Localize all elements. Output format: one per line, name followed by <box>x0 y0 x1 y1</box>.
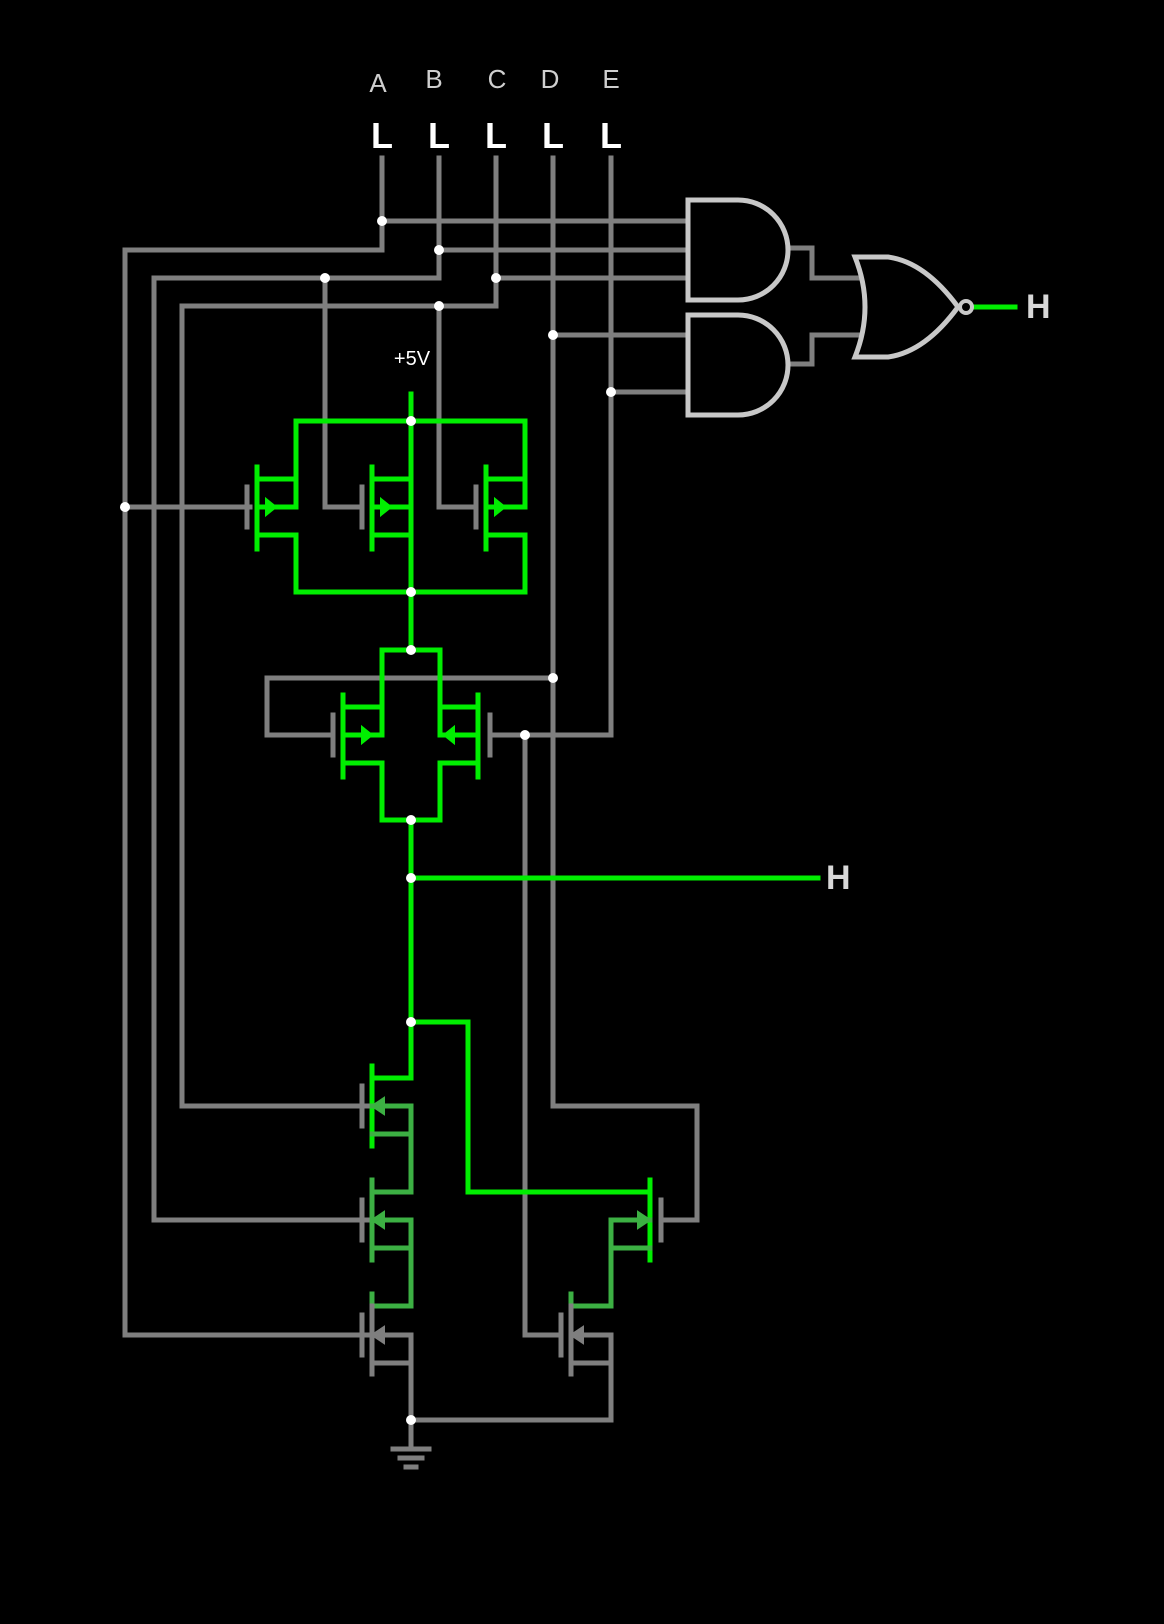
nmos-left-stack <box>359 1063 414 1377</box>
nmos-3 <box>369 1291 414 1309</box>
nor-bubble <box>958 299 974 315</box>
supply-label: +5V <box>394 348 431 370</box>
wire-and2-nor <box>787 332 861 367</box>
nmos-2 <box>369 1177 414 1309</box>
and-gate-1 <box>685 197 791 303</box>
wire-e-pmos5 <box>487 389 614 738</box>
junctions <box>120 216 616 1425</box>
wire-b-bus <box>151 247 442 1223</box>
low-wires <box>122 155 861 1448</box>
input-switches[interactable]: L L L L L <box>371 115 622 156</box>
pmos-middle-group <box>330 692 493 780</box>
input-b-name: B <box>425 64 442 94</box>
transistor-output-label: H <box>826 859 851 897</box>
pmos-3 <box>483 464 528 552</box>
wire-ground-right <box>408 1332 614 1423</box>
and-gate-2 <box>685 312 791 418</box>
nmos-5 <box>568 1291 614 1309</box>
input-a-name: A <box>369 68 387 98</box>
nor-output-label: H <box>1026 288 1051 326</box>
pmos-5 <box>437 692 481 780</box>
input-c-name: C <box>488 64 507 94</box>
wire-c-pmos3 <box>436 303 479 510</box>
wire-e-nmos <box>522 732 564 1338</box>
input-labels: A B C D E <box>369 64 619 98</box>
pmos-1 <box>254 464 299 552</box>
wire-a-bus <box>122 218 385 1338</box>
input-d-switch[interactable]: L <box>542 115 564 156</box>
pmos-upper-group <box>244 464 528 552</box>
wire-b-pmos2 <box>322 275 365 510</box>
wire-and1-nor <box>787 245 861 281</box>
nor-gate <box>851 254 974 360</box>
pmos-2 <box>369 464 414 552</box>
wire-d-nmos <box>550 1103 700 1223</box>
input-b-switch[interactable]: L <box>428 115 450 156</box>
wire-c-bus <box>179 275 499 1109</box>
input-d-name: D <box>541 64 560 94</box>
input-e-name: E <box>602 64 619 94</box>
ground-symbol <box>390 1446 432 1470</box>
input-a-switch[interactable]: L <box>371 115 393 156</box>
input-c-switch[interactable]: L <box>485 115 507 156</box>
wire-d-pmos4 <box>264 675 556 738</box>
input-e-switch[interactable]: L <box>600 115 622 156</box>
high-wires <box>293 304 1018 1195</box>
nmos-right-stack <box>558 1177 664 1377</box>
